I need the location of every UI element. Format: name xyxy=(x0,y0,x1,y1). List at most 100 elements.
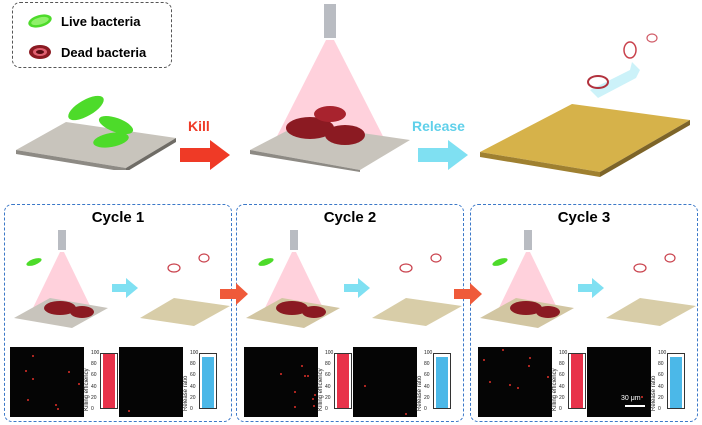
cycle-2-killing-tick-label: 0 xyxy=(325,406,328,412)
cycle-1-killing-bar xyxy=(103,354,115,408)
micrograph-dot xyxy=(280,373,282,375)
cycle-1-release-ylabel: Release ratio xyxy=(183,375,189,411)
micrograph-dot xyxy=(301,365,303,367)
micrograph-dot xyxy=(529,357,531,359)
scale-bar-line xyxy=(625,405,645,407)
cycle-1-killing-chart: Killing efficiency 100 80 60 40 20 0 xyxy=(84,349,120,415)
micrograph-dot xyxy=(509,384,511,386)
cycle-1-illustration xyxy=(14,230,230,328)
cycle-1-release-tick-label: 40 xyxy=(190,383,196,390)
cycle-2-killing-ylabel: Killing efficiency xyxy=(318,368,324,411)
micrograph-dot xyxy=(364,385,366,387)
cycle-2-release-micrograph xyxy=(353,347,417,417)
surface-live-bacteria xyxy=(16,95,176,170)
micrograph-dot xyxy=(528,365,530,367)
micrograph-dot xyxy=(25,370,27,372)
cycle-3-release-tick-label: 40 xyxy=(658,383,664,390)
release-arrow-icon xyxy=(418,140,468,170)
cycle-2-release-tick-label: 20 xyxy=(424,394,430,401)
cycle-1-kill-micrograph xyxy=(10,347,84,417)
micrograph-dot xyxy=(483,359,485,361)
cycle-3-illustration xyxy=(480,230,696,328)
dead-bacteria-label: Dead bacteria xyxy=(61,45,147,60)
cycle-3-title: Cycle 3 xyxy=(557,209,611,226)
cycle-1-release-tick-label: 80 xyxy=(190,361,196,368)
cycle-2-release-tick-label: 60 xyxy=(424,372,430,379)
cycle-3-release-ylabel: Release ratio xyxy=(651,375,657,411)
dead-bacteria-icon xyxy=(29,45,51,59)
cycle-2-release-ylabel: Release ratio xyxy=(417,375,423,411)
micrograph-dot xyxy=(314,394,316,396)
cycle-1-killing-tick-label: 100 xyxy=(91,350,100,356)
cycle-1-release-micrograph xyxy=(119,347,183,417)
cycle-2-release-chart: Release ratio 100 80 60 40 20 0 xyxy=(417,349,453,415)
cycle-3-release-micrograph: 30 μm xyxy=(587,347,651,417)
micrograph-dot xyxy=(128,410,130,412)
cycle-2-title: Cycle 2 xyxy=(323,209,377,226)
live-bacteria-label: Live bacteria xyxy=(61,14,141,29)
kill-label: Kill xyxy=(188,118,210,134)
cycle-2-release-tick-label: 80 xyxy=(424,361,430,368)
micrograph-dot xyxy=(68,371,70,373)
cycle-2-killing-tick-label: 80 xyxy=(325,361,331,368)
cycle-1-release-tick-label: 20 xyxy=(190,394,196,401)
micrograph-dot xyxy=(55,404,57,406)
micrograph-dot xyxy=(312,398,314,400)
cycle-1-killing-tick-label: 20 xyxy=(91,394,97,401)
cycle-2-release-tick-label: 100 xyxy=(424,350,433,356)
micrograph-dot xyxy=(547,376,549,378)
micrograph-dot xyxy=(294,391,296,393)
cycle-2-killing-tick-label: 40 xyxy=(325,383,331,390)
cycle-3-release-bar xyxy=(670,356,682,408)
cycle-3-killing-tick-label: 40 xyxy=(559,383,565,390)
cycle-1-title: Cycle 1 xyxy=(91,209,145,226)
cycle-3-panel: Cycle 3 xyxy=(470,204,698,422)
micrograph-dot xyxy=(27,399,29,401)
cycle-3-killing-tick-label: 100 xyxy=(559,350,568,356)
micrograph-dot xyxy=(517,387,519,389)
cycle-transition-arrow-2-icon xyxy=(454,283,482,305)
legend-box: Live bacteria Dead bacteria xyxy=(12,2,172,68)
cycle-3-kill-micrograph xyxy=(478,347,552,417)
cycle-2-killing-tick-label: 100 xyxy=(325,350,334,356)
cycle-1-release-tick-label: 0 xyxy=(190,406,193,412)
cycle-1-release-tick-label: 60 xyxy=(190,372,196,379)
cycle-3-killing-bar xyxy=(571,354,583,408)
cycle-2-panel: Cycle 2 xyxy=(236,204,464,422)
micrograph-dot xyxy=(32,355,34,357)
cycle-1-release-tick-label: 100 xyxy=(190,350,199,356)
cycle-2-release-bar xyxy=(436,356,448,408)
cycle-3-killing-tick-label: 80 xyxy=(559,361,565,368)
cycle-1-release-bar xyxy=(202,356,214,408)
cycle-2-illustration xyxy=(246,230,462,328)
micrograph-dot xyxy=(32,378,34,380)
cycle-2-release-tick-label: 40 xyxy=(424,383,430,390)
cycle-3-killing-tick-label: 20 xyxy=(559,394,565,401)
cycle-2-killing-bar xyxy=(337,354,349,408)
micrograph-dot xyxy=(304,375,306,377)
micrograph-dot xyxy=(313,405,315,407)
scale-bar-label: 30 μm xyxy=(621,395,641,402)
cycle-2-release-tick-label: 0 xyxy=(424,406,427,412)
kill-arrow-icon xyxy=(180,140,230,170)
micrograph-dot xyxy=(294,406,296,408)
cycle-3-release-tick-label: 100 xyxy=(658,350,667,356)
cycle-3-release-tick-label: 60 xyxy=(658,372,664,379)
cycle-1-panel: Cycle 1 xyxy=(4,204,232,422)
micrograph-dot xyxy=(307,375,309,377)
micrograph-dot xyxy=(78,383,80,385)
cycle-1-killing-tick-label: 40 xyxy=(91,383,97,390)
cycle-1-killing-tick-label: 80 xyxy=(91,361,97,368)
micrograph-dot xyxy=(502,349,504,351)
cycle-2-killing-tick-label: 20 xyxy=(325,394,331,401)
cycle-1-killing-tick-label: 0 xyxy=(91,406,94,412)
cycle-1-killing-ylabel: Killing efficiency xyxy=(84,368,90,411)
release-label: Release xyxy=(412,118,465,134)
surface-laser-kill xyxy=(250,4,410,172)
cycle-transition-arrow-1-icon xyxy=(220,283,248,305)
cycle-1-killing-tick-label: 60 xyxy=(91,372,97,379)
cycle-3-release-tick-label: 20 xyxy=(658,394,664,401)
